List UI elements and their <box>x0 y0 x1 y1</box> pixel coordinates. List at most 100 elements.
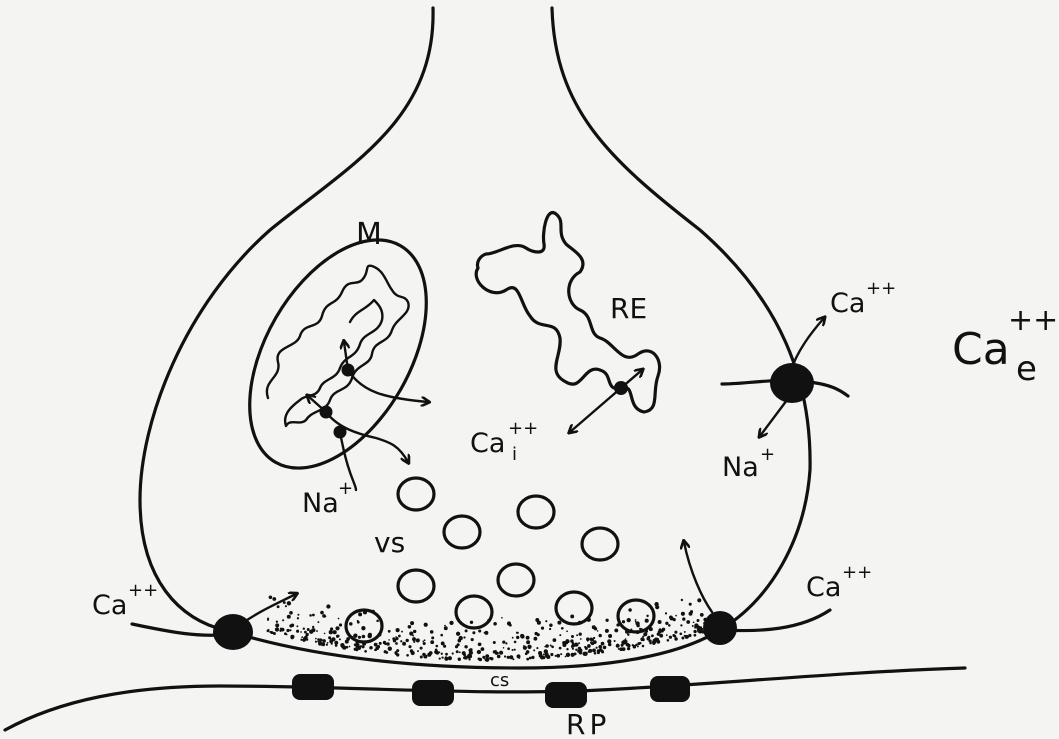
stipple-dot <box>557 621 561 625</box>
er-uptake-arrow <box>621 370 642 388</box>
stipple-dot <box>637 645 639 647</box>
stipple-dot <box>375 646 379 650</box>
stipple-dot <box>297 617 299 619</box>
stipple-dot <box>457 639 461 643</box>
stipple-dot <box>328 636 331 639</box>
stipple-dot <box>316 630 318 632</box>
label-ca-extracellular: Ca ++ e <box>952 303 1058 389</box>
stipple-dot <box>469 651 473 655</box>
stipple-dot <box>598 645 602 649</box>
stipple-dot <box>369 646 373 650</box>
stipple-dot <box>449 621 453 625</box>
stipple-dot <box>684 631 686 633</box>
stipple-dot <box>465 629 468 632</box>
stipple-dot <box>689 612 693 616</box>
stipple-dot <box>592 625 596 629</box>
stipple-dot <box>565 656 567 658</box>
stipple-dot <box>456 632 460 636</box>
stipple-dot <box>489 657 492 660</box>
label-mitochondrion: M <box>356 217 382 252</box>
svg-text:+: + <box>760 444 775 465</box>
stipple-dot <box>272 597 276 601</box>
stipple-dot <box>285 605 287 607</box>
vesicle <box>582 528 618 560</box>
stipple-dot <box>339 638 341 640</box>
stipple-dot <box>312 614 315 617</box>
stipple-dot <box>545 620 547 622</box>
stipple-dot <box>614 640 616 642</box>
stipple-dot <box>686 620 690 624</box>
label-ca-right-lower: Ca ++ <box>806 562 872 603</box>
stipple-dot <box>388 647 392 651</box>
stipple-dot <box>627 644 630 647</box>
stipple-dot <box>603 646 607 650</box>
stipple-dot <box>543 653 545 655</box>
svg-text:Ca: Ca <box>806 572 841 603</box>
stipple-dot <box>535 618 539 622</box>
synaptic-vesicles <box>346 478 654 642</box>
stipple-dot <box>576 634 578 636</box>
stipple-dot <box>516 632 518 634</box>
label-reticulum: RE <box>610 292 647 325</box>
stipple-dot <box>296 630 299 633</box>
stipple-dot <box>697 619 700 622</box>
stipple-dot <box>297 614 299 616</box>
stipple-dot <box>320 611 324 615</box>
stipple-dot <box>665 612 667 614</box>
stipple-dot <box>329 630 333 634</box>
receptor-protein <box>412 680 454 706</box>
stipple-dot <box>618 648 620 650</box>
stipple-dot <box>289 629 291 631</box>
stipple-dot <box>571 644 575 648</box>
stipple-dot <box>395 636 397 638</box>
svg-text:Na: Na <box>302 488 339 519</box>
stipple-dot <box>545 654 549 658</box>
svg-text:Ca: Ca <box>830 288 865 319</box>
vesicle <box>398 478 434 510</box>
stipple-dot <box>315 641 317 643</box>
stipple-dot <box>301 636 303 638</box>
svg-text:Ca: Ca <box>470 428 505 459</box>
stipple-dot <box>443 645 446 648</box>
stipple-dot <box>566 648 568 650</box>
stipple-dot <box>681 599 683 601</box>
stipple-dot <box>470 648 473 651</box>
stipple-dot <box>668 624 671 627</box>
stipple-dot <box>362 635 366 639</box>
stipple-dot <box>402 642 406 646</box>
stipple-dot <box>570 614 574 618</box>
stipple-dot <box>544 646 546 648</box>
stipple-dot <box>679 632 682 635</box>
stipple-dot <box>345 640 349 644</box>
stipple-dot <box>567 640 570 643</box>
stipple-dot <box>504 655 506 657</box>
stipple-dot <box>647 636 650 639</box>
svg-text:++: ++ <box>1008 303 1058 338</box>
stipple-dot <box>541 626 544 629</box>
stipple-dot <box>645 619 649 623</box>
stipple-dot <box>422 653 425 656</box>
stipple-dot <box>471 638 474 641</box>
stipple-dot <box>507 656 510 659</box>
label-cleft: cs <box>490 670 509 691</box>
stipple-dot <box>289 611 293 615</box>
stipple-dot <box>307 628 310 631</box>
stipple-dot <box>526 658 529 661</box>
stipple-dot <box>368 633 372 637</box>
stipple-dot <box>566 630 568 632</box>
stipple-dot <box>539 654 543 658</box>
stipple-dot <box>642 636 644 638</box>
stipple-dot <box>675 615 677 617</box>
mitochondrion <box>213 210 463 499</box>
stipple-dot <box>423 642 426 645</box>
stipple-dot <box>654 602 658 606</box>
stipple-dot <box>550 653 553 656</box>
stipple-dot <box>353 634 357 638</box>
stipple-dot <box>512 637 514 639</box>
stipple-dot <box>338 618 340 620</box>
stipple-dot <box>512 649 514 651</box>
stipple-dot <box>277 605 280 608</box>
stipple-dot <box>605 619 608 622</box>
stipple-dot <box>318 641 320 643</box>
